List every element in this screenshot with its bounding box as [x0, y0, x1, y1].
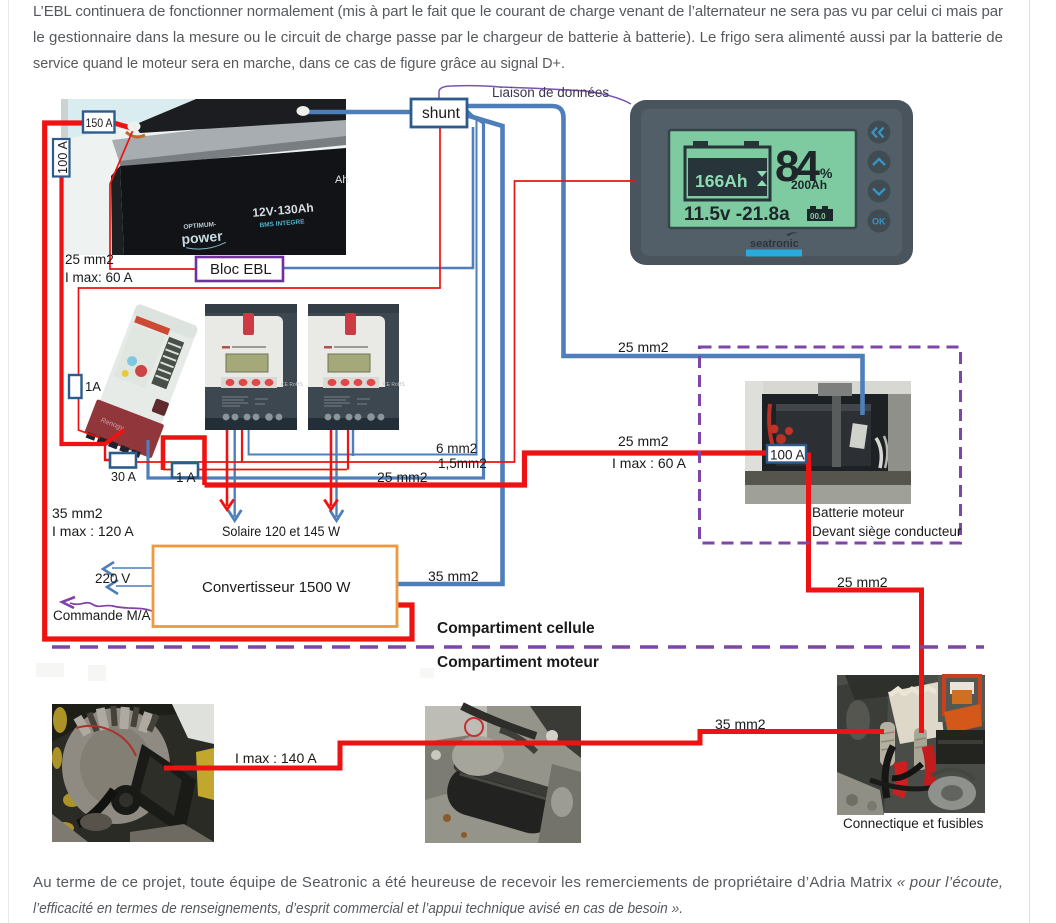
svg-text:Convertisseur 1500 W: Convertisseur 1500 W — [202, 579, 351, 596]
svg-text:Ah: Ah — [335, 174, 348, 186]
svg-text:le gestionnaire dans la mesure: le gestionnaire dans la mesure ou le cir… — [33, 29, 1003, 46]
svg-text:%: % — [820, 165, 833, 181]
svg-text:Compartiment moteur: Compartiment moteur — [437, 654, 599, 671]
svg-text:seatronic: seatronic — [750, 238, 799, 250]
svg-text:25 mm2: 25 mm2 — [618, 433, 669, 449]
svg-text:11.5v -21.8a: 11.5v -21.8a — [684, 204, 790, 225]
svg-text:35 mm2: 35 mm2 — [715, 716, 766, 732]
svg-text:BMS INTEGRE: BMS INTEGRE — [259, 218, 305, 229]
svg-text:L’EBL continuera de fonctionne: L’EBL continuera de fonctionner normalem… — [33, 3, 1003, 20]
svg-text:166Ah: 166Ah — [695, 171, 748, 191]
svg-text:l’efficacité en termes de rens: l’efficacité en termes de renseignements… — [33, 900, 683, 917]
svg-text:Connectique et fusibles: Connectique et fusibles — [843, 816, 984, 831]
svg-text:150 A: 150 A — [86, 116, 113, 130]
svg-text:Au terme de ce projet, toute é: Au terme de ce projet, toute équipe de S… — [33, 874, 1003, 891]
svg-text:220 V: 220 V — [95, 571, 130, 586]
svg-text:1 A: 1 A — [176, 470, 196, 485]
svg-text:Solaire 120 et 145 W: Solaire 120 et 145 W — [222, 523, 341, 539]
svg-text:I max : 120 A: I max : 120 A — [52, 523, 134, 539]
svg-text:12V·130Ah: 12V·130Ah — [252, 201, 314, 220]
svg-text:200Ah: 200Ah — [791, 178, 827, 192]
svg-text:6 mm2: 6 mm2 — [436, 441, 477, 456]
svg-text:25 mm2: 25 mm2 — [618, 339, 669, 355]
svg-text:1,5mm2: 1,5mm2 — [438, 456, 487, 471]
svg-text:Bloc EBL: Bloc EBL — [210, 261, 272, 278]
svg-text:1A: 1A — [85, 379, 101, 394]
svg-text:100 A: 100 A — [56, 140, 70, 174]
svg-text:I max : 140 A: I max : 140 A — [235, 750, 317, 766]
svg-text:I max: 60 A: I max: 60 A — [65, 270, 133, 285]
svg-text:100 A: 100 A — [770, 448, 805, 463]
svg-text:35 mm2: 35 mm2 — [52, 505, 103, 521]
svg-text:00.0: 00.0 — [810, 212, 826, 221]
svg-text:35 mm2: 35 mm2 — [428, 568, 479, 584]
svg-text:Batterie moteur: Batterie moteur — [812, 505, 905, 520]
svg-text:25 mm2: 25 mm2 — [837, 574, 888, 590]
svg-text:power: power — [181, 228, 224, 248]
svg-text:CE RoHS: CE RoHS — [383, 382, 405, 388]
svg-text:OK: OK — [872, 217, 886, 227]
svg-text:25 mm2: 25 mm2 — [65, 252, 114, 267]
svg-text:CE RoHS: CE RoHS — [281, 382, 303, 388]
svg-text:Devant siège conducteur: Devant siège conducteur — [812, 524, 962, 539]
svg-text:shunt: shunt — [422, 105, 461, 122]
svg-text:I max : 60 A: I max : 60 A — [612, 455, 687, 471]
svg-text:25 mm2: 25 mm2 — [377, 469, 428, 485]
svg-text:30 A: 30 A — [111, 470, 137, 484]
svg-text:Compartiment cellule: Compartiment cellule — [437, 620, 595, 637]
svg-text:Liaison de données: Liaison de données — [492, 85, 609, 100]
svg-text:service quand le moteur sera e: service quand le moteur sera en marche, … — [33, 55, 565, 72]
svg-text:Commande M/A: Commande M/A — [53, 608, 151, 623]
svg-text:OPTIMUM-: OPTIMUM- — [183, 221, 216, 231]
